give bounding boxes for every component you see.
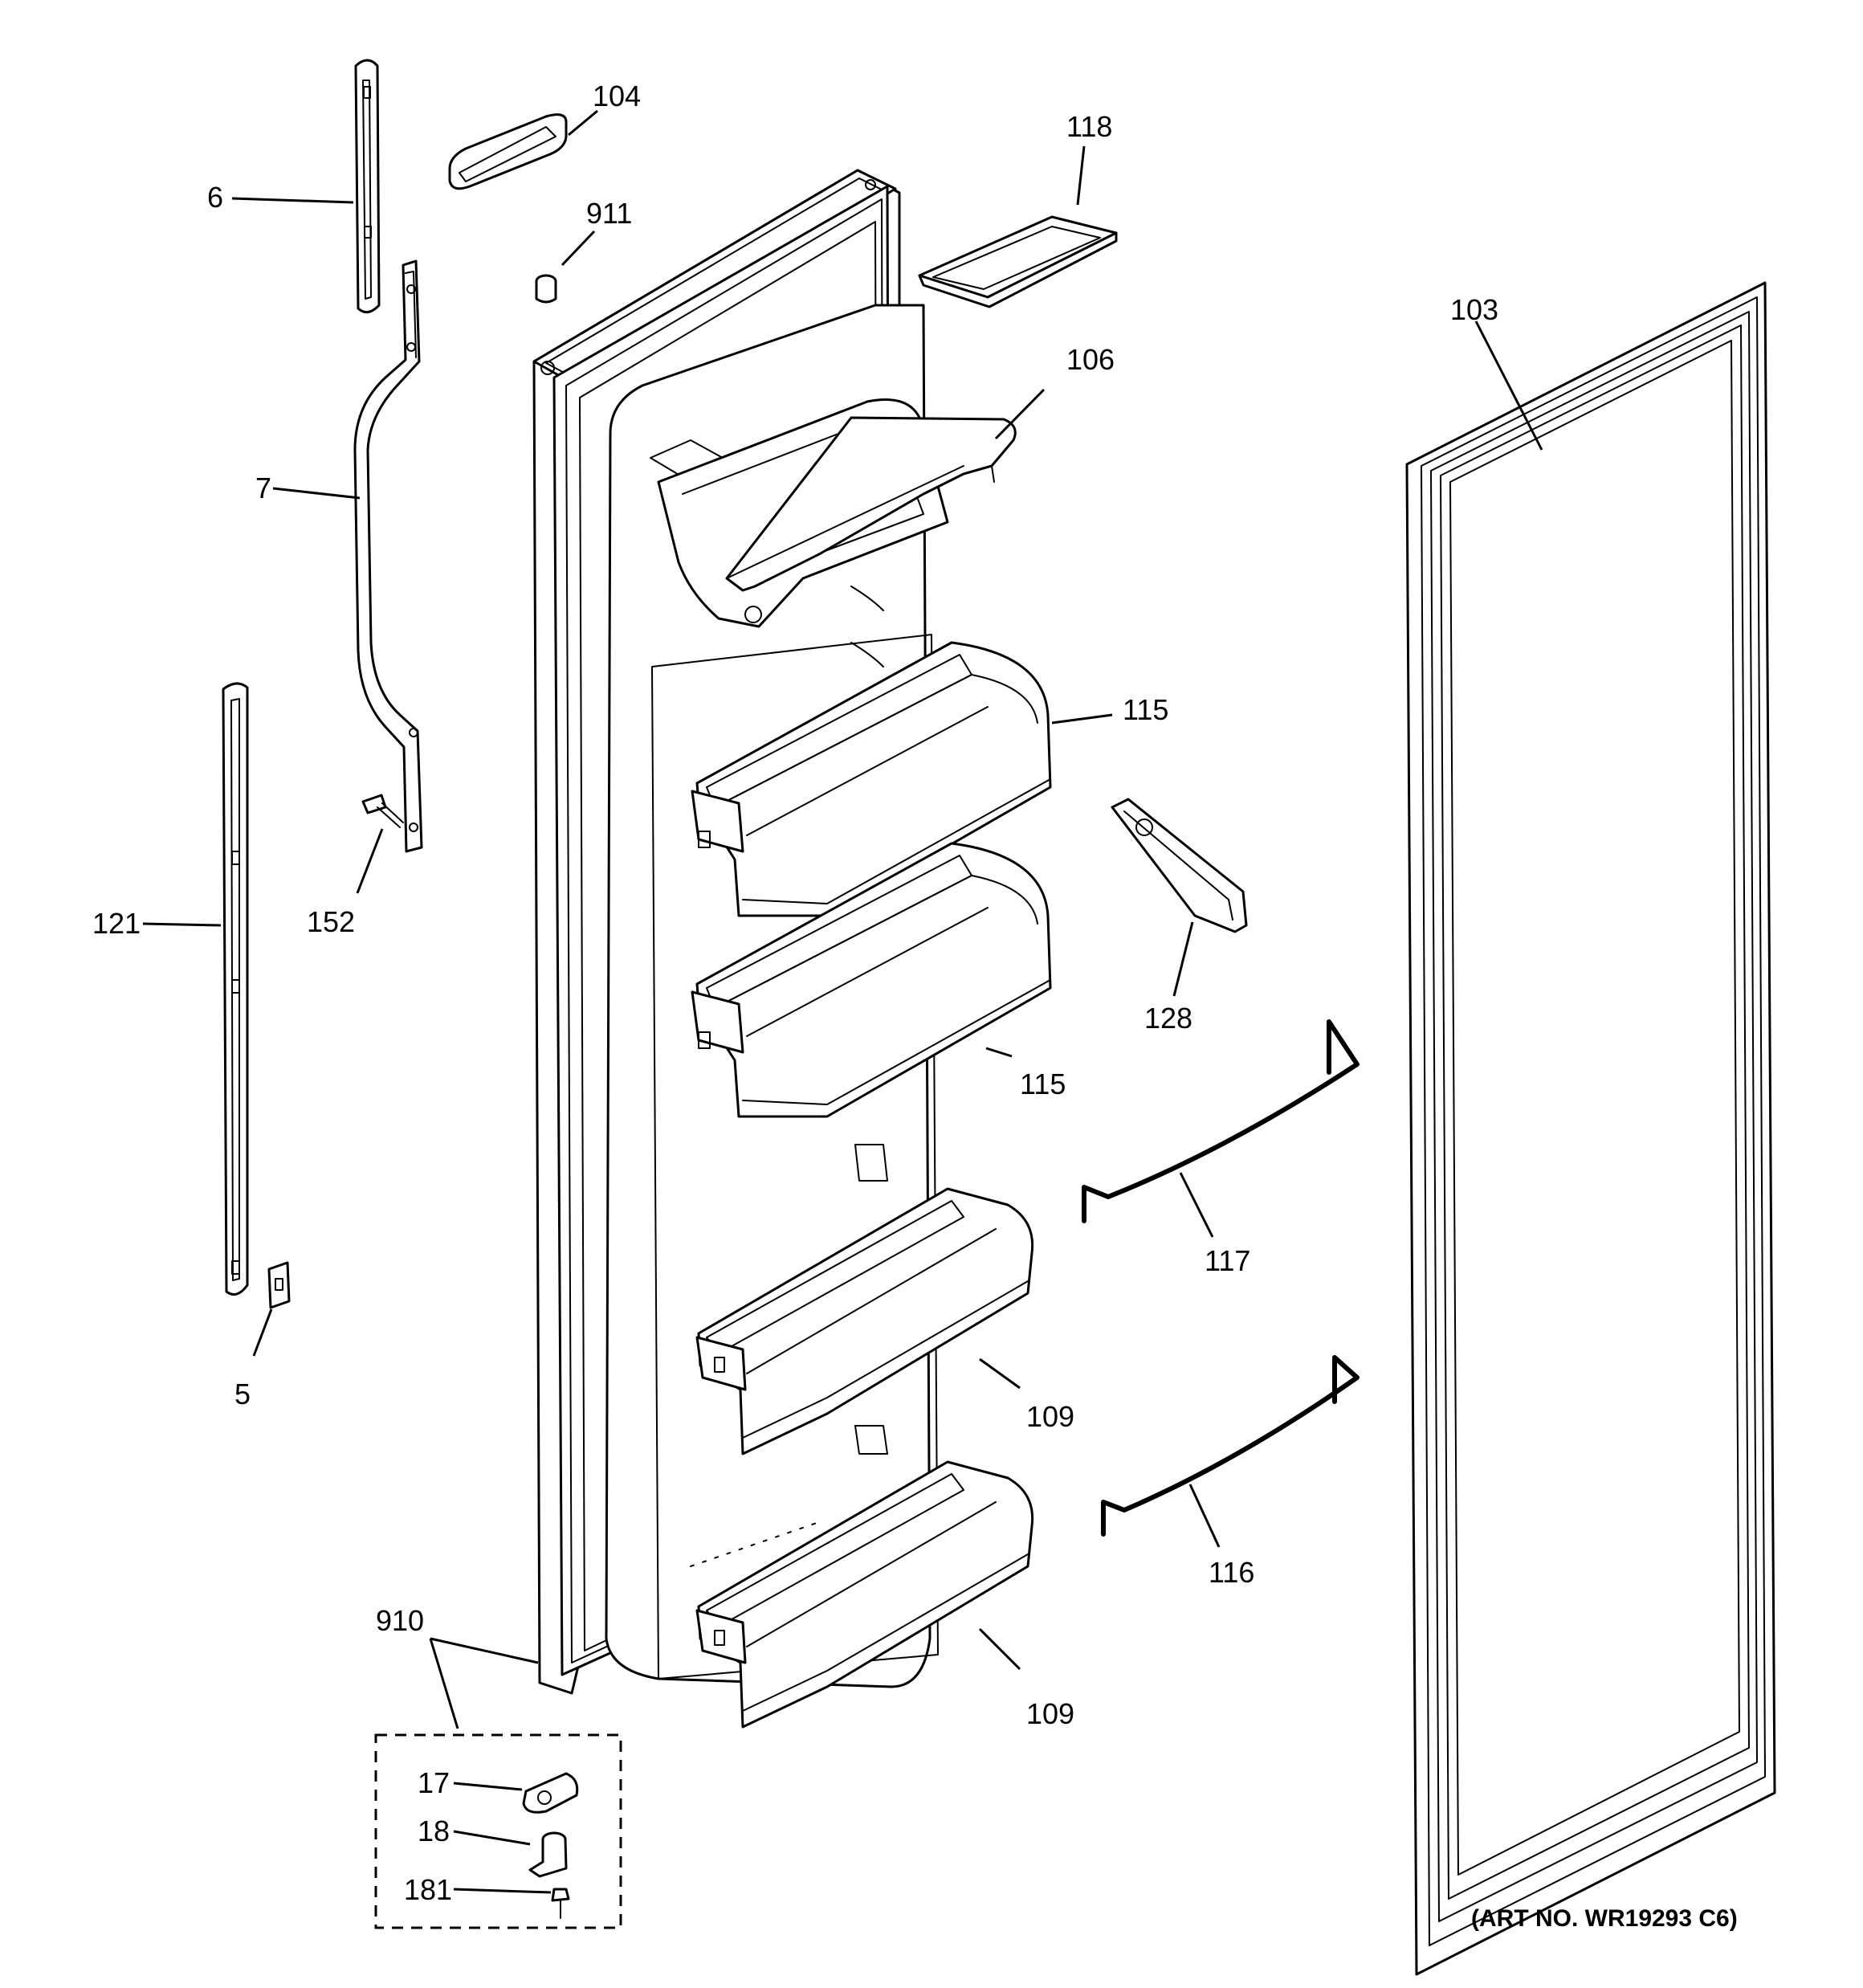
- callout-118: 118: [1066, 110, 1112, 143]
- callout-181: 181: [404, 1873, 452, 1906]
- callout-115-upper: 115: [1123, 693, 1168, 726]
- callout-5: 5: [234, 1378, 251, 1410]
- callout-116: 116: [1209, 1556, 1254, 1589]
- callout-labels: 104 118 6 911 103 106 7 115 121 152 128 …: [92, 80, 1738, 1932]
- callout-128: 128: [1144, 1002, 1192, 1035]
- door-bin-115-lower: [691, 842, 1052, 1118]
- door-bin-115-upper: [691, 641, 1052, 917]
- callout-121: 121: [92, 907, 141, 940]
- callout-152: 152: [307, 905, 355, 938]
- callout-109-upper: 109: [1026, 1400, 1074, 1433]
- callout-103: 103: [1450, 293, 1498, 326]
- callout-6: 6: [207, 181, 223, 214]
- tray-118: [918, 215, 1118, 308]
- leader-lines: [142, 109, 1543, 1894]
- door-bin-109-lower: [695, 1460, 1034, 1729]
- callout-104: 104: [593, 80, 641, 112]
- callout-117: 117: [1205, 1244, 1250, 1277]
- hinge-kit-910: [374, 1733, 622, 1929]
- shelf-bar-117: [1082, 1019, 1360, 1223]
- callout-17: 17: [418, 1766, 450, 1799]
- callout-911: 911: [586, 197, 632, 230]
- screw-152: [361, 794, 404, 828]
- callout-106: 106: [1066, 343, 1115, 376]
- trim-top-6: [354, 59, 381, 314]
- callout-18: 18: [418, 1815, 450, 1847]
- trim-long-121: [222, 682, 249, 1296]
- door-gasket: [1405, 281, 1776, 1976]
- bin-divider-128: [1111, 798, 1248, 933]
- callout-7: 7: [255, 471, 271, 504]
- dairy-compartment-106: [657, 398, 1017, 628]
- nameplate-104: [448, 113, 568, 190]
- callout-115-lower: 115: [1020, 1067, 1066, 1100]
- plate-5: [267, 1261, 291, 1309]
- shelf-bar-116: [1101, 1355, 1360, 1537]
- callout-109-lower: 109: [1026, 1697, 1074, 1730]
- door-bin-109-upper: [695, 1187, 1034, 1455]
- callout-910: 910: [376, 1604, 424, 1637]
- plug-911: [535, 274, 557, 304]
- art-number: (ART NO. WR19293 C6): [1471, 1905, 1738, 1932]
- liner-supports: [850, 586, 888, 1455]
- door-handle: [353, 259, 423, 853]
